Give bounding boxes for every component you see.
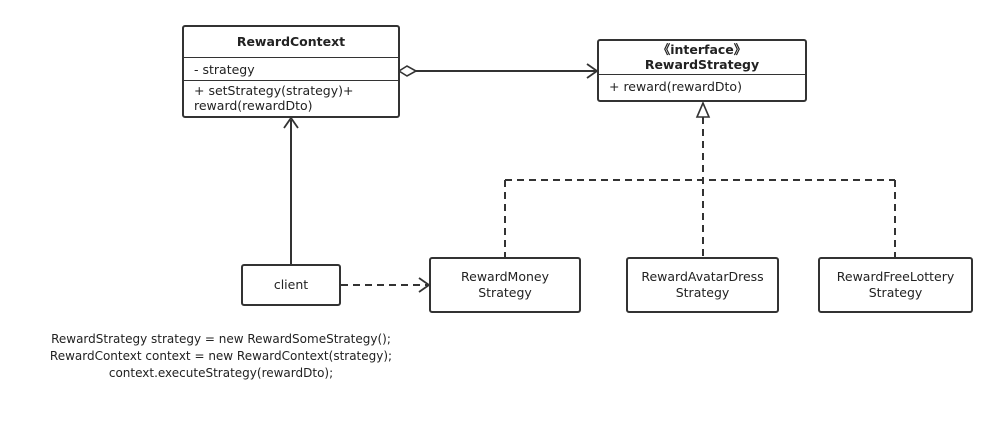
reward-money-strategy-line1: RewardMoney [461, 269, 549, 284]
code-line: context.executeStrategy(rewardDto); [108, 366, 334, 380]
reward-free-lottery-strategy-class[interactable]: RewardFreeLottery Strategy [818, 257, 973, 313]
reward-method-continued: reward(rewardDto) [194, 98, 313, 113]
reward-free-lottery-strategy-line2: Strategy [868, 285, 923, 300]
client-dependency-arrowhead [418, 277, 431, 293]
interface-name: RewardStrategy [644, 57, 760, 72]
client-box[interactable]: client [241, 264, 341, 306]
reward-avatar-dress-strategy-class[interactable]: RewardAvatarDress Strategy [626, 257, 779, 313]
client-context-arrowhead [283, 116, 299, 129]
reward-money-strategy-line2: Strategy [478, 285, 532, 300]
reward-context-attributes: - strategy [184, 57, 398, 80]
usage-code-note: RewardStrategy strategy = new RewardSome… [40, 331, 402, 382]
interface-header: 《interface》 RewardStrategy [599, 41, 805, 74]
aggregation-diamond [397, 65, 418, 77]
interface-stereotype: 《interface》 [657, 42, 747, 57]
set-strategy-method: + setStrategy(strategy)+ [194, 83, 354, 98]
reward-context-methods: + setStrategy(strategy)+ reward(rewardDt… [184, 80, 398, 117]
reward-money-strategy-class[interactable]: RewardMoney Strategy [429, 257, 581, 313]
reward-free-lottery-strategy-line1: RewardFreeLottery [836, 269, 955, 284]
strategy-attribute: - strategy [194, 62, 255, 77]
reward-avatar-dress-strategy-line1: RewardAvatarDress [641, 269, 764, 284]
client-label: client [273, 277, 309, 292]
realization-triangle [695, 100, 711, 118]
reward-avatar-dress-strategy-line2: Strategy [675, 285, 730, 300]
interface-methods: + reward(rewardDto) [599, 74, 805, 98]
code-line: RewardContext context = new RewardContex… [49, 349, 393, 363]
reward-context-name: RewardContext [236, 34, 346, 49]
code-line: RewardStrategy strategy = new RewardSome… [51, 332, 391, 346]
reward-strategy-interface[interactable]: 《interface》 RewardStrategy + reward(rewa… [597, 39, 807, 102]
reward-context-class[interactable]: RewardContext - strategy + setStrategy(s… [182, 25, 400, 118]
interface-reward-method: + reward(rewardDto) [609, 79, 742, 94]
